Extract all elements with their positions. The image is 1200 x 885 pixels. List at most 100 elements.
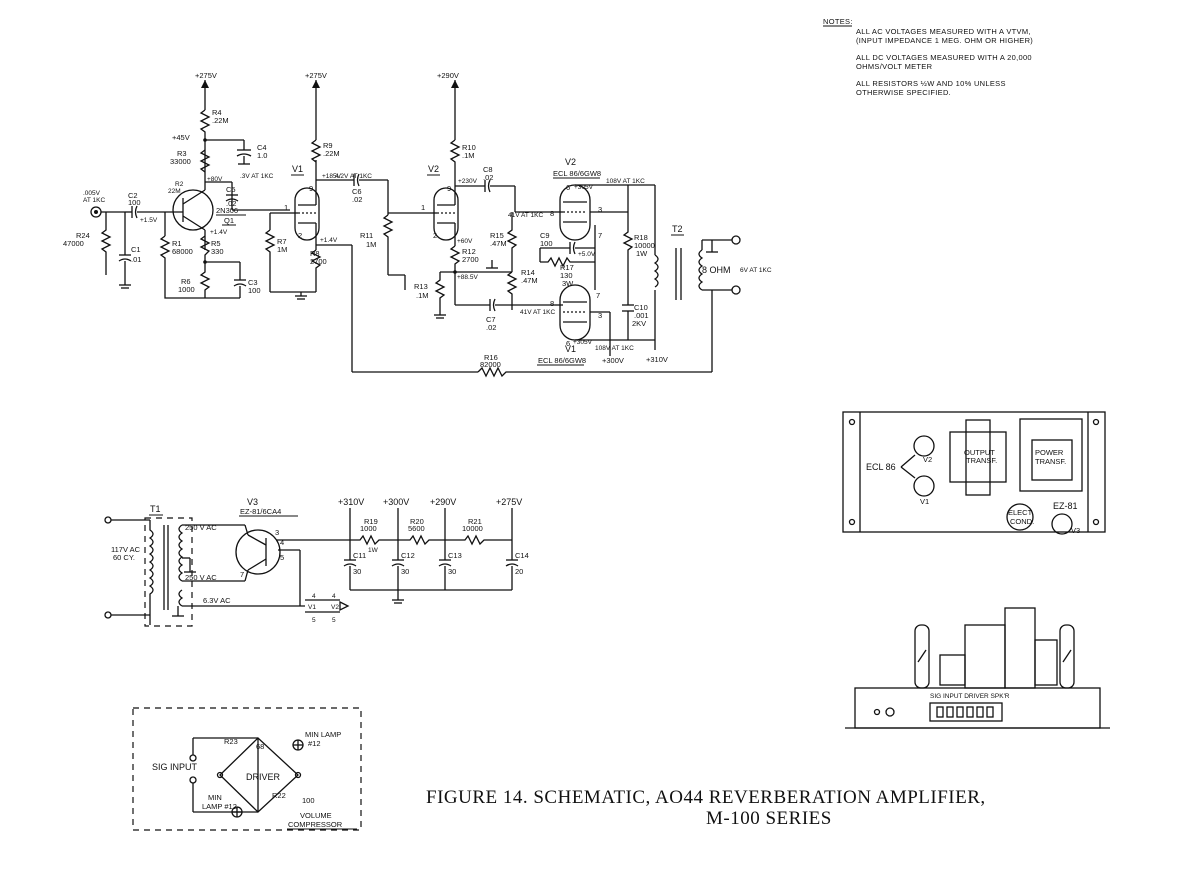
rail-275v-1: +275V: [195, 71, 217, 80]
tube-v2: [433, 187, 459, 241]
svg-text:1W: 1W: [368, 547, 379, 554]
svg-text:1000: 1000: [178, 285, 195, 294]
svg-text:41V AT 1KC: 41V AT 1KC: [520, 309, 555, 316]
svg-text:7: 7: [240, 570, 244, 579]
svg-text:SIG INPUT DRIVER SPK'R: SIG INPUT DRIVER SPK'R: [930, 693, 1010, 700]
svg-text:6: 6: [566, 339, 570, 348]
svg-text:82000: 82000: [480, 360, 501, 369]
input-jack-side: [885, 707, 895, 717]
svg-text:R7: R7: [277, 237, 287, 246]
svg-text:R1: R1: [172, 239, 182, 248]
svg-text:.3V AT 1KC: .3V AT 1KC: [240, 173, 274, 180]
resistor-r10: [449, 139, 461, 205]
svg-text:AT 1KC: AT 1KC: [83, 197, 105, 204]
svg-text:+310V: +310V: [646, 355, 668, 364]
svg-text:108V AT 1KC: 108V AT 1KC: [606, 178, 645, 185]
svg-text:C9: C9: [540, 231, 550, 240]
svg-text:C6: C6: [352, 187, 362, 196]
svg-text:47000: 47000: [63, 239, 84, 248]
svg-text:TRANSF.: TRANSF.: [1035, 457, 1066, 466]
svg-text:R13: R13: [414, 282, 428, 291]
svg-text:#12: #12: [308, 739, 321, 748]
svg-text:100: 100: [128, 198, 141, 207]
svg-text:V2: V2: [428, 164, 439, 174]
svg-text:3W: 3W: [562, 279, 574, 288]
svg-text:4: 4: [280, 538, 284, 547]
notes-line-3: ALL DC VOLTAGES MEASURED WITH A 20,000: [856, 53, 1032, 62]
figure-caption-line-2: M-100 SERIES: [706, 808, 832, 829]
chassis-top-view: ECL 86 V2 V1 OUTPUT TRANSF. POWER TRANSF…: [842, 411, 1106, 535]
svg-text:3: 3: [275, 528, 279, 537]
svg-text:R20: R20: [410, 517, 424, 526]
svg-text:4: 4: [312, 593, 316, 600]
electrolytic-capacitor: [1006, 503, 1034, 531]
tube-side-1: [914, 624, 930, 689]
resistor-r14: [506, 271, 518, 310]
svg-text:V1: V1: [920, 497, 929, 506]
svg-text:TRANSF.: TRANSF.: [966, 456, 997, 465]
svg-text:.01: .01: [131, 255, 141, 264]
svg-text:.1M: .1M: [462, 151, 475, 160]
svg-text:1W: 1W: [636, 249, 648, 258]
svg-text:V2: V2: [923, 455, 932, 464]
svg-text:+60V: +60V: [457, 238, 473, 245]
svg-text:R3: R3: [177, 149, 187, 158]
svg-text:60 CY.: 60 CY.: [113, 553, 135, 562]
tube-v1: [294, 187, 320, 241]
svg-text:R18: R18: [634, 233, 648, 242]
svg-text:9: 9: [309, 184, 313, 193]
svg-text:VOLUME: VOLUME: [300, 811, 332, 820]
svg-text:68000: 68000: [172, 247, 193, 256]
svg-text:2700: 2700: [462, 255, 479, 264]
svg-text:117V AC: 117V AC: [111, 545, 141, 554]
svg-text:.47M: .47M: [521, 276, 538, 285]
svg-text:ECL 86: ECL 86: [866, 462, 896, 472]
svg-text:2700: 2700: [310, 257, 327, 266]
notes-line-5: ALL RESISTORS ½W AND 10% UNLESS: [856, 79, 1006, 88]
svg-text:+185V: +185V: [322, 173, 342, 180]
resistor-r1: [159, 235, 205, 299]
svg-text:5: 5: [312, 617, 316, 624]
svg-text:.005V: .005V: [83, 190, 101, 197]
svg-text:1: 1: [284, 203, 288, 212]
tube-side-2: [1059, 624, 1075, 689]
power-supply-schematic: T1 117V AC 60 CY. 250 V AC 250 V AC 6.3V…: [104, 497, 529, 627]
svg-text:C8: C8: [483, 165, 493, 174]
svg-text:+290V: +290V: [430, 497, 456, 507]
svg-text:OUTPUT: OUTPUT: [964, 448, 995, 457]
svg-text:.22M: .22M: [323, 149, 340, 158]
svg-text:R21: R21: [468, 517, 482, 526]
transformer-side-2: [1004, 607, 1036, 689]
svg-text:C1: C1: [131, 245, 141, 254]
svg-text:R22: R22: [272, 791, 286, 800]
svg-text:+88.5V: +88.5V: [457, 274, 478, 281]
svg-text:LAMP #12: LAMP #12: [202, 802, 237, 811]
svg-text:Q1: Q1: [224, 216, 234, 225]
svg-text:2KV: 2KV: [632, 319, 646, 328]
resistor-r12: [449, 245, 461, 272]
svg-text:41V AT 1KC: 41V AT 1KC: [508, 212, 543, 219]
svg-text:MIN: MIN: [208, 793, 222, 802]
svg-text:7: 7: [598, 231, 602, 240]
svg-text:100: 100: [302, 796, 315, 805]
svg-text:DRIVER: DRIVER: [246, 772, 281, 782]
svg-text:6: 6: [566, 183, 570, 192]
resistor-r13: [434, 272, 446, 315]
svg-text:3: 3: [598, 205, 602, 214]
transformer-t2: [653, 254, 659, 288]
svg-text:R10: R10: [462, 143, 476, 152]
svg-text:6V AT 1KC: 6V AT 1KC: [740, 267, 772, 274]
svg-text:COMPRESSOR: COMPRESSOR: [288, 820, 343, 829]
rail-290v: +290V: [437, 71, 459, 80]
notes-line-4: OHMS/VOLT METER: [856, 62, 933, 71]
svg-text:130: 130: [560, 271, 573, 280]
figure-caption-line-1: FIGURE 14. SCHEMATIC, AO44 REVERBERATION…: [426, 787, 986, 808]
svg-text:+5.0V: +5.0V: [578, 251, 596, 258]
svg-text:2: 2: [433, 231, 437, 240]
power-transformer: [1019, 418, 1083, 492]
speaker-terminal-1: [731, 235, 741, 245]
bridge-network: [219, 737, 299, 813]
svg-text:R15: R15: [490, 231, 504, 240]
svg-text:100: 100: [540, 239, 553, 248]
